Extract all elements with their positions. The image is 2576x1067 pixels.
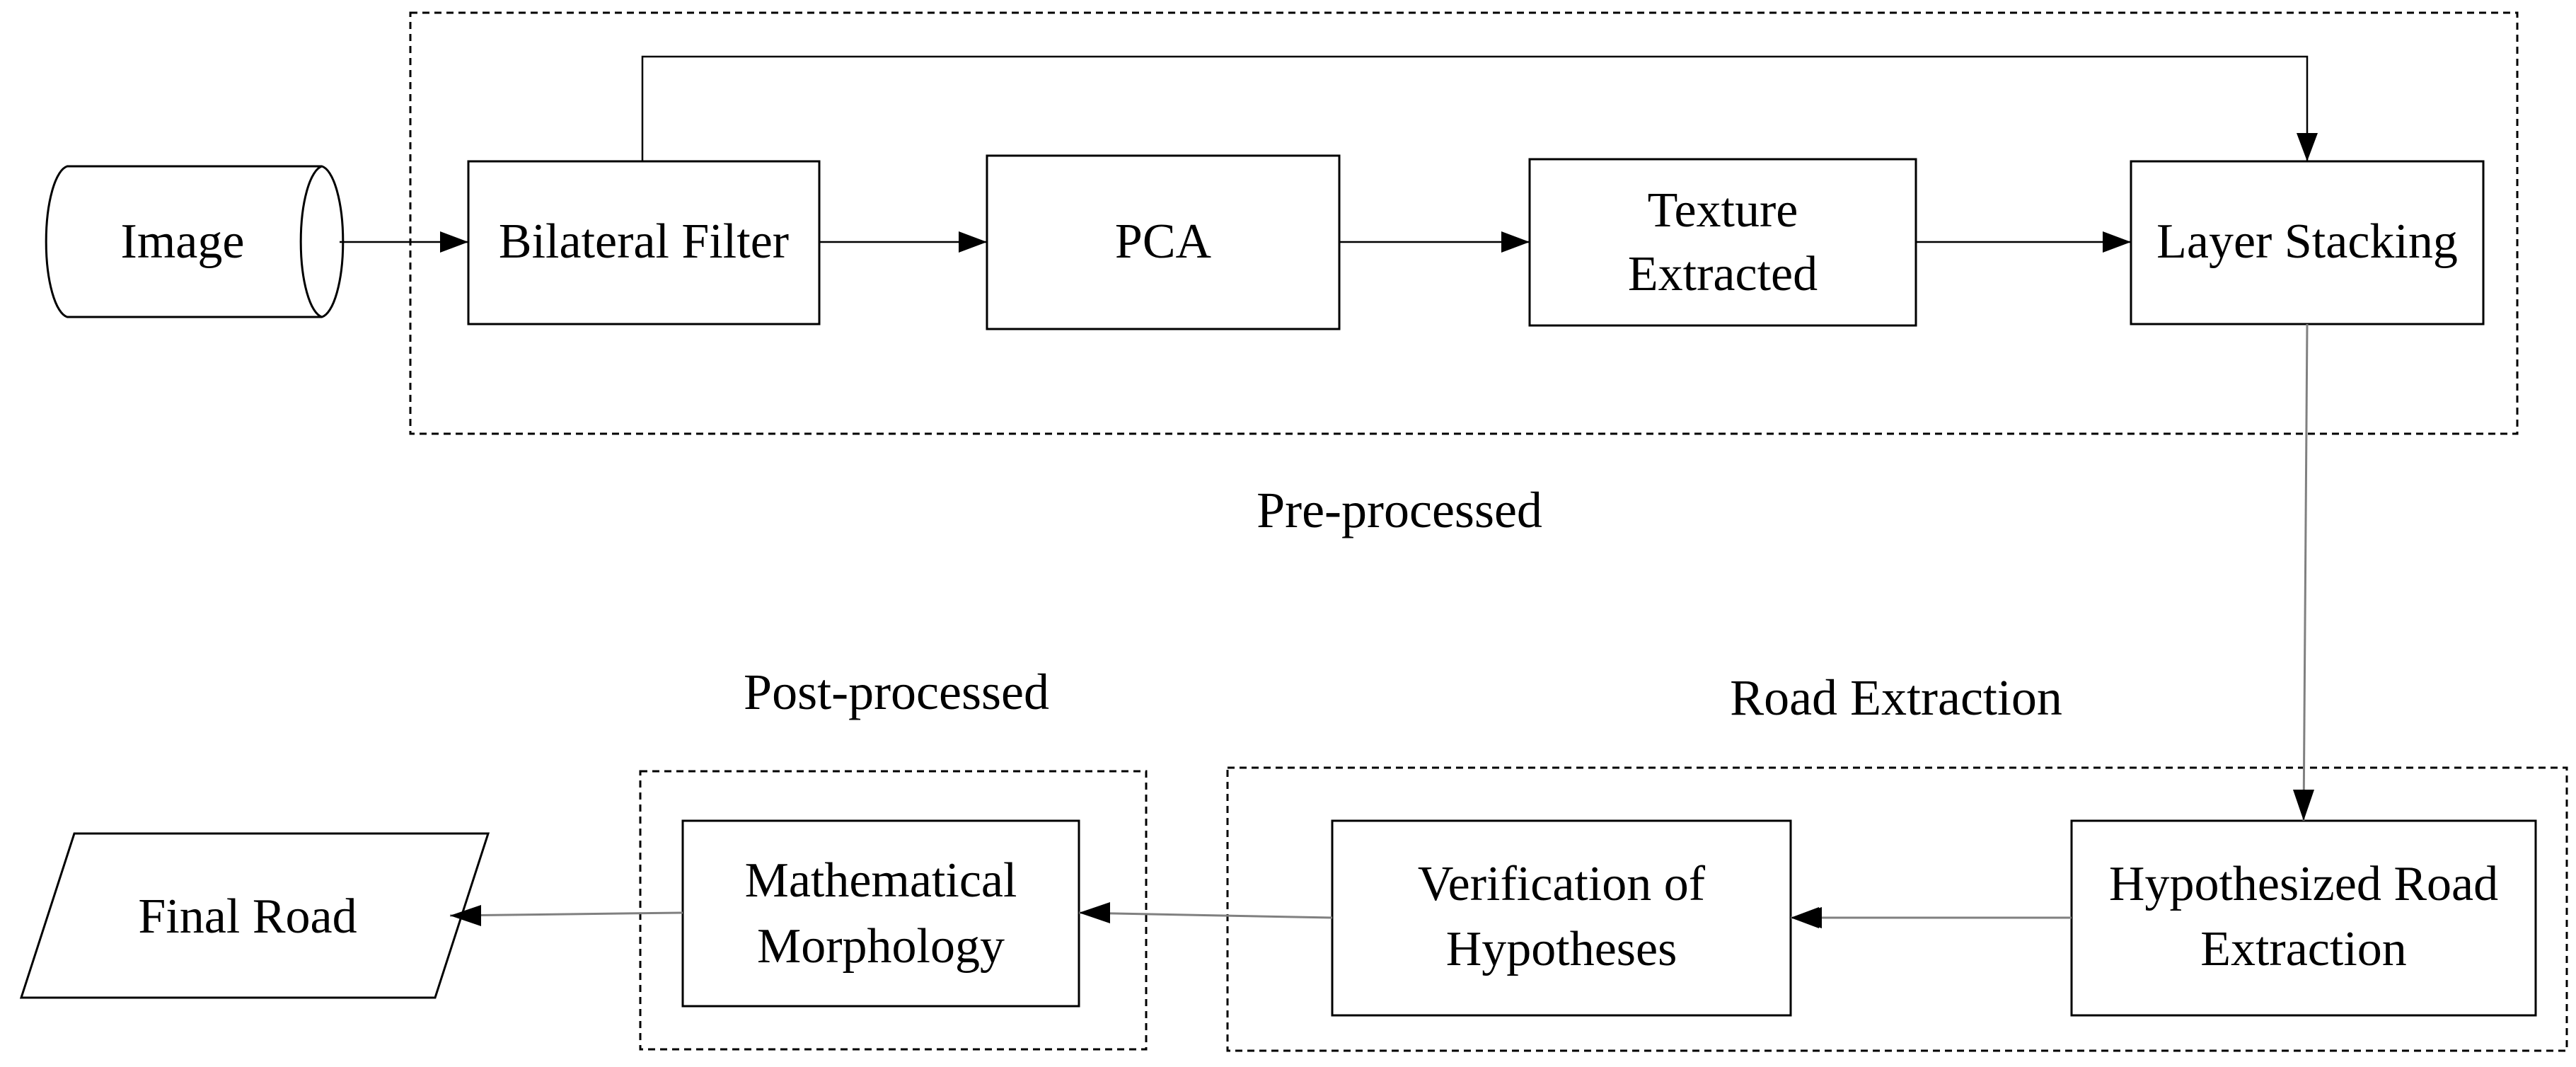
layer-stacking-label: Layer Stacking (2156, 214, 2458, 269)
edge-verification-arrowhead (1079, 902, 1110, 923)
bilateral-filter-label: Bilateral Filter (499, 214, 789, 269)
post-processed-group-box (639, 770, 1148, 1051)
road-extraction-group-box (1226, 766, 2568, 1052)
edge-bilateral-filter-to-layer-stacking (641, 55, 2318, 161)
image-node: Image (45, 165, 345, 318)
final-road-label: Final Road (138, 889, 357, 944)
edge-morphology-arrowhead (450, 905, 481, 926)
layer-stacking-node: Layer Stacking (2130, 160, 2485, 325)
hypothesized-road-extraction-node: Hypothesized Road Extraction (2070, 819, 2537, 1017)
mathematical-morphology-label-line1: Mathematical (745, 853, 1017, 908)
edge-hypothesized-arrowhead (1791, 907, 1822, 928)
texture-extracted-label-line2: Extracted (1628, 247, 1818, 301)
bilateral-filter-node: Bilateral Filter (467, 160, 821, 325)
pre-processed-label: Pre-processed (1257, 482, 1542, 538)
final-road-node: Final Road (19, 832, 490, 999)
pca-label: PCA (1115, 214, 1212, 269)
hypothesized-road-extraction-label-line1: Hypothesized Road (2109, 857, 2498, 911)
edge-morphology-to-final-road (449, 911, 683, 917)
edge-layer-stacking-arrowhead (2293, 790, 2314, 821)
mathematical-morphology-node: Mathematical Morphology (681, 819, 1080, 1008)
verification-of-hypotheses-label-line1: Verification of (1418, 857, 1706, 911)
pre-processed-group-box (409, 11, 2519, 435)
texture-extracted-label-line1: Texture (1648, 183, 1798, 238)
verification-of-hypotheses-label-line2: Hypotheses (1446, 922, 1677, 976)
hypothesized-road-extraction-label-line2: Extraction (2200, 922, 2407, 976)
mathematical-morphology-label-line2: Morphology (757, 919, 1005, 974)
edge-verification-to-morphology (1078, 911, 1333, 919)
pca-node: PCA (986, 154, 1341, 330)
post-processed-label: Post-processed (744, 664, 1049, 720)
verification-of-hypotheses-node: Verification of Hypotheses (1331, 819, 1792, 1017)
road-extraction-label: Road Extraction (1730, 669, 2062, 726)
image-label: Image (121, 214, 245, 269)
edge-layer-stacking-to-hypothesized-road-extraction (2302, 323, 2309, 821)
texture-extracted-node: Texture Extracted (1528, 158, 1917, 327)
